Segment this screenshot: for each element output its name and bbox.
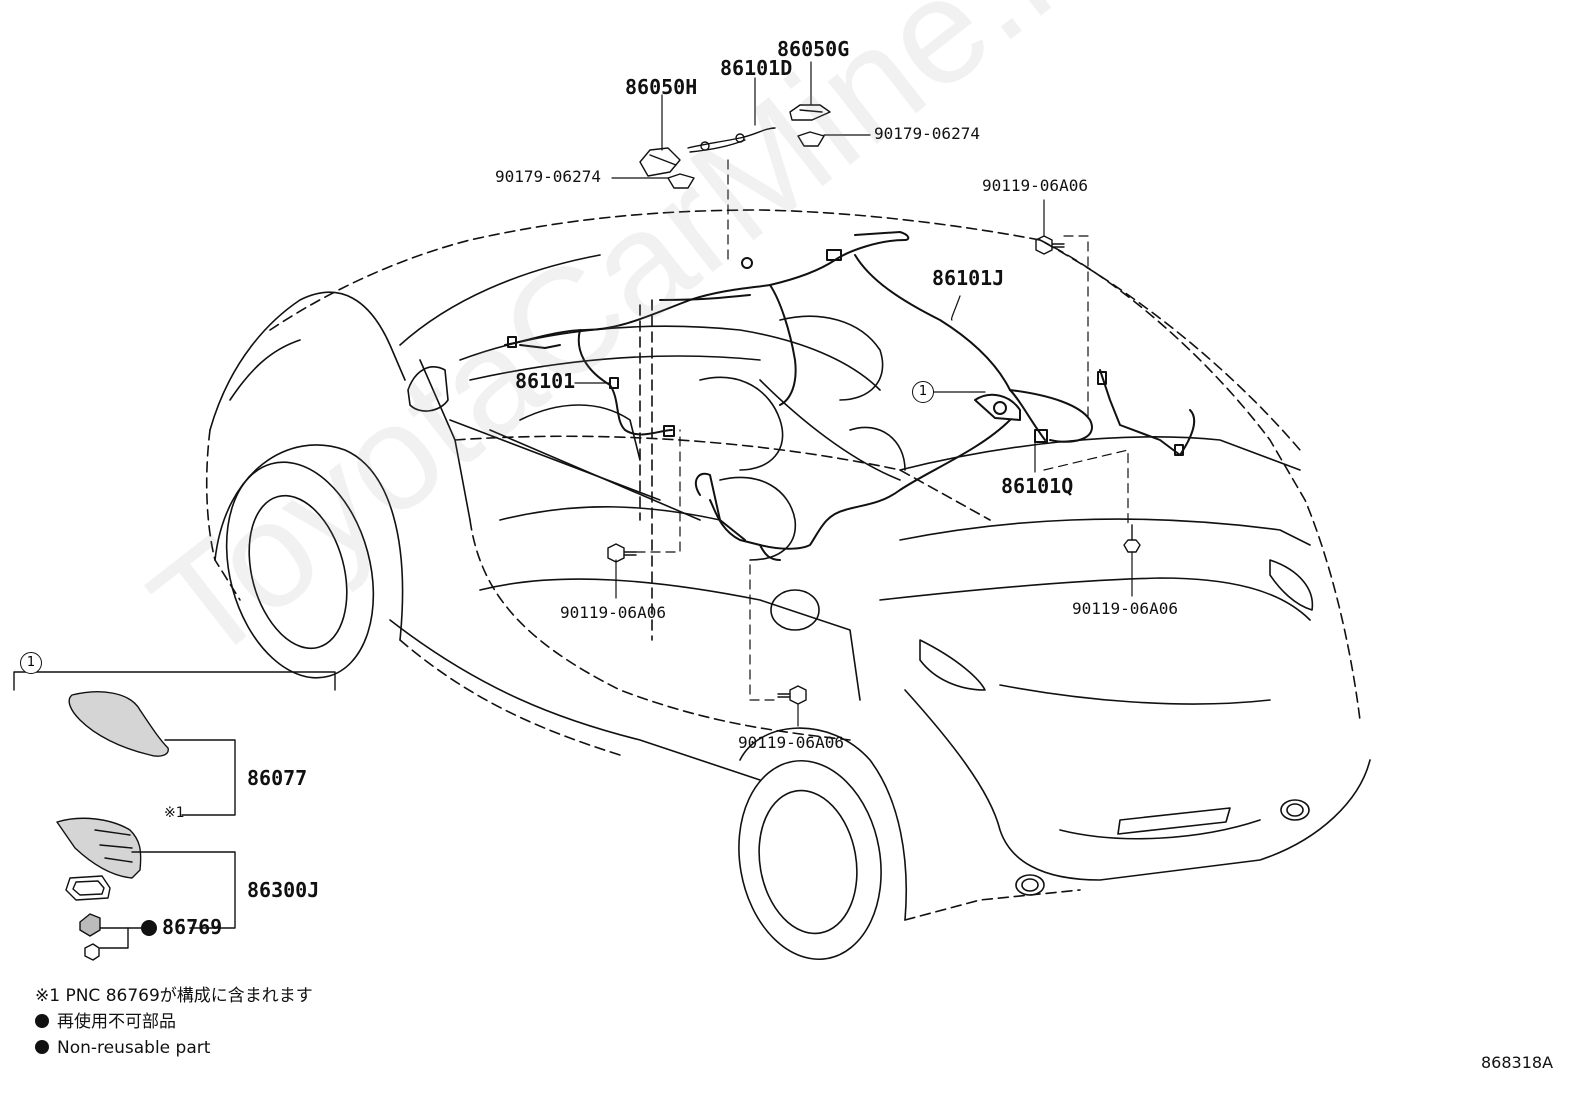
legend-jp-text: 再使用不可部品 (57, 1012, 176, 1032)
callout-bolt-bottom: 90119-06A06 (738, 733, 844, 752)
figure-id: 868318A (1481, 1053, 1554, 1072)
ref-marker-1: 1 (912, 381, 934, 403)
callout-bolt-center: 90119-06A06 (560, 603, 666, 622)
leader-lines (574, 61, 1133, 727)
legend-jp: 再使用不可部品 (35, 1014, 176, 1031)
callout-86101J: 86101J (932, 266, 1005, 290)
note-mark-86077: ※1 (164, 805, 185, 821)
bullet-dot-icon (35, 1014, 49, 1028)
callout-86300J: 86300J (247, 878, 320, 902)
callout-bolt-top: 90119-06A06 (982, 176, 1088, 195)
callout-86077: 86077 (247, 766, 308, 790)
callout-86101Q: 86101Q (1001, 474, 1074, 498)
callout-86101: 86101 (515, 369, 576, 393)
inset-panel (13, 671, 336, 961)
inset-marker-1: 1 (20, 652, 42, 674)
legend-en: Non-reusable part (35, 1040, 210, 1057)
callout-86101D: 86101D (720, 56, 793, 80)
callout-clip-right: 90179-06274 (874, 124, 980, 143)
car-body-outline (205, 209, 1371, 961)
alignment-dashes (635, 159, 1129, 701)
callout-clip-left: 90179-06274 (495, 167, 601, 186)
legend-en-text: Non-reusable part (57, 1038, 211, 1058)
bolts (607, 235, 1141, 705)
callout-bolt-right: 90119-06A06 (1072, 599, 1178, 618)
callout-86050H: 86050H (625, 75, 698, 99)
callout-86050G: 86050G (777, 37, 850, 61)
legend-note-1: ※1 PNC 86769が構成に含まれます (35, 986, 313, 1006)
bullet-dot-icon (35, 1040, 49, 1054)
callout-86769: 86769 (162, 915, 223, 939)
top-parts (639, 104, 831, 189)
wire-harness (504, 231, 1196, 561)
